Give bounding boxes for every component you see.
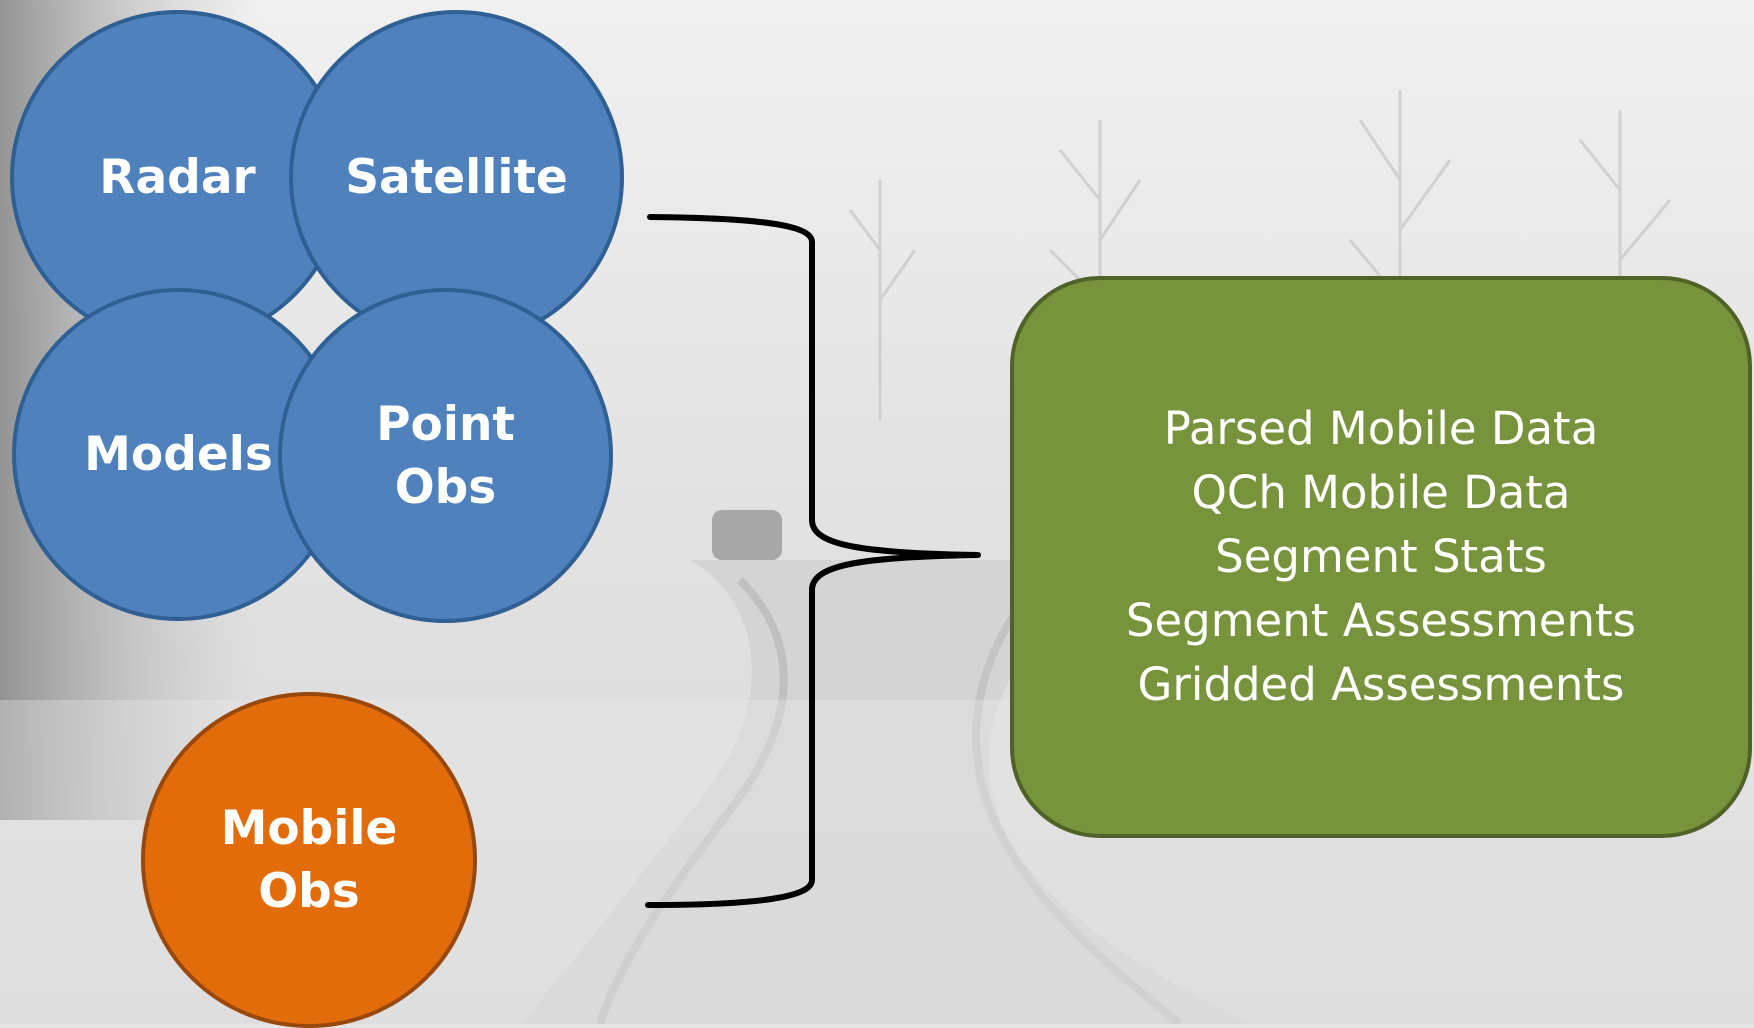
models-label: Models [84, 427, 273, 482]
satellite-label: Satellite [345, 150, 568, 205]
mobile-obs-circle: Mobile Obs [141, 692, 477, 1028]
output-item-parsed-mobile-data: Parsed Mobile Data [1163, 402, 1599, 455]
outputs-box: Parsed Mobile Data QCh Mobile Data Segme… [1010, 276, 1752, 838]
outputs-list: Parsed Mobile Data QCh Mobile Data Segme… [1126, 397, 1636, 717]
output-item-segment-assessments: Segment Assessments [1125, 594, 1637, 647]
output-item-qch-mobile-data: QCh Mobile Data [1191, 466, 1571, 519]
output-item-segment-stats: Segment Stats [1215, 530, 1547, 583]
point-obs-label: Point Obs [376, 396, 515, 515]
point-obs-circle: Point Obs [278, 288, 613, 623]
radar-label: Radar [99, 150, 256, 205]
output-item-gridded-assessments: Gridded Assessments [1137, 658, 1625, 711]
mobile-obs-label: Mobile Obs [220, 801, 398, 919]
